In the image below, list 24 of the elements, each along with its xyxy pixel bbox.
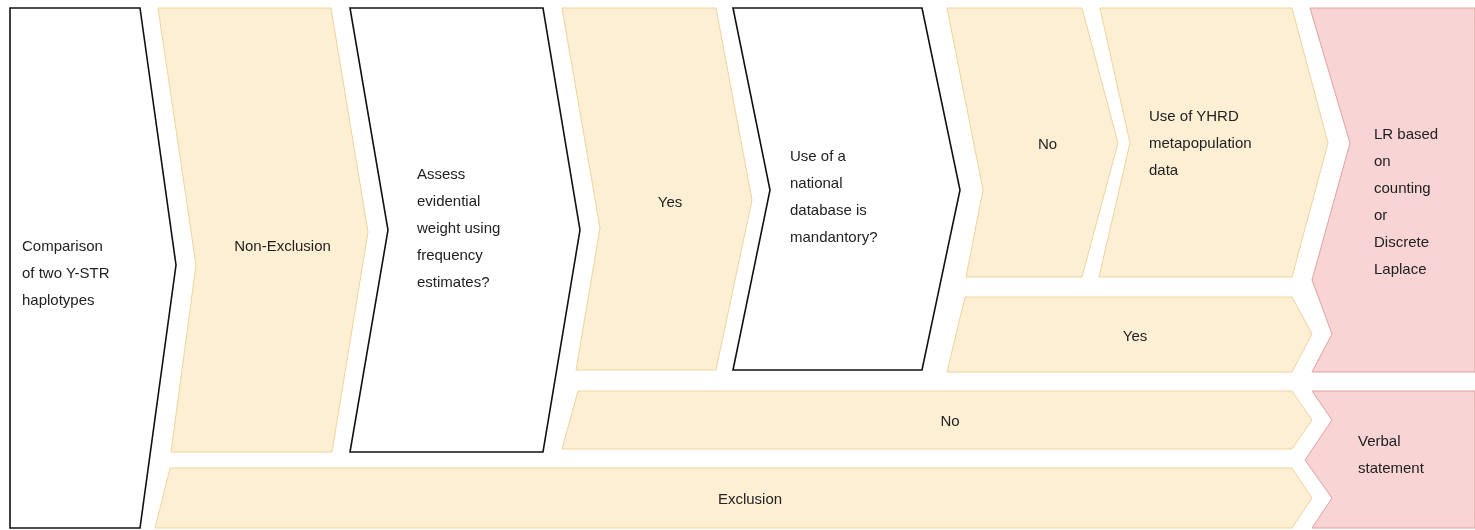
step-label: Yes — [656, 192, 684, 212]
chevron-step — [1310, 8, 1475, 372]
chevron-step — [1099, 8, 1328, 277]
step-label: Comparison of two Y-STR haplotypes — [22, 236, 111, 310]
step-label: Exclusion — [716, 489, 784, 509]
step-label: LR based on counting or Discrete Laplace — [1374, 124, 1440, 279]
step-label: Assess evidential weight using frequency estimates? — [417, 164, 502, 292]
step-label: No — [1036, 134, 1059, 154]
step-label: Verbal statement — [1358, 431, 1425, 478]
step-label: Non-Exclusion — [233, 236, 332, 256]
chevron-step — [155, 468, 1312, 528]
chevron-step — [1305, 391, 1475, 528]
chevron-step — [562, 391, 1312, 449]
chevron-step — [947, 297, 1312, 372]
step-label: Yes — [1121, 326, 1149, 346]
chevron-step — [10, 8, 176, 528]
chevron-step — [562, 8, 752, 370]
chevron-step — [733, 8, 960, 370]
step-label: Use of YHRD metapopulation data — [1149, 106, 1253, 180]
chevron-step — [158, 8, 368, 452]
step-label: No — [939, 411, 961, 431]
step-label: Use of a national database is mandantory? — [790, 146, 879, 247]
chevron-step — [350, 8, 580, 452]
chevron-step — [947, 8, 1118, 277]
